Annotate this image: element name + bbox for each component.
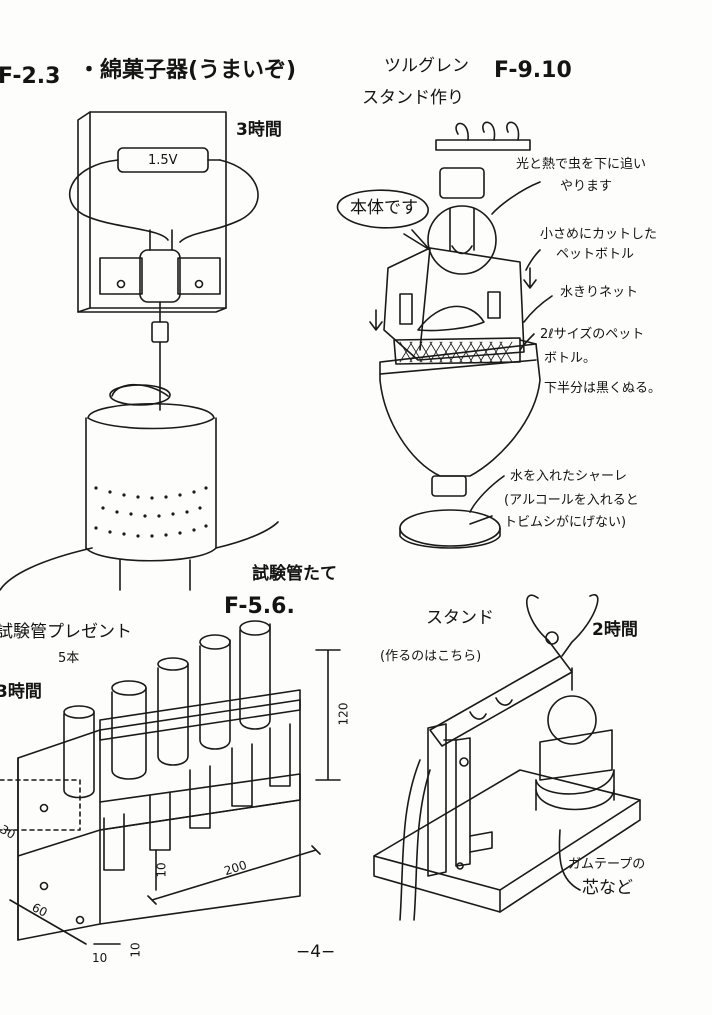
stand-note-line2: 芯など	[582, 878, 633, 898]
tullgren-note-8: 水を入れたシャーレ	[510, 469, 628, 484]
cotton-candy-time: 3時間	[236, 120, 282, 140]
stand-time: 2時間	[592, 620, 638, 640]
dim-board: 10	[92, 951, 108, 965]
stand-subtitle: (作るのはこちら)	[380, 649, 482, 664]
tullgren-name-line2: スタンド作り	[362, 88, 464, 108]
tullgren-note-0: 光と熱で虫を下に追い	[516, 157, 647, 172]
stand-note-line1: ガムテープの	[568, 857, 646, 872]
rack-time: 3時間	[0, 682, 42, 702]
page-number: −4−	[296, 942, 336, 962]
tullgren-note-2: 小さめにカットした	[540, 227, 658, 242]
tullgren-bubble: 本体です	[350, 198, 418, 218]
tullgren-note-7: 下半分は黒くぬる。	[544, 381, 662, 396]
test-tube-rack-drawing	[0, 620, 341, 945]
stand-drawing	[373, 593, 641, 921]
dim-peg: 10	[128, 942, 143, 958]
rack-gift-count: 5本	[58, 651, 80, 666]
tullgren-note-10: トビムシがにげない)	[504, 515, 627, 530]
stand-title: スタンド	[426, 608, 494, 628]
tullgren-note-9: (アルコールを入れると	[504, 493, 639, 508]
battery-label: 1.5V	[148, 153, 178, 168]
cotton-candy-machine-drawing	[0, 111, 279, 591]
tullgren-note-5: 2ℓサイズのペット	[540, 327, 645, 342]
dim-gap: 10	[154, 862, 169, 878]
rack-title: 試験管たて	[252, 564, 337, 584]
tullgren-note-3: ペットボトル	[556, 247, 635, 262]
tullgren-code: F-9.10	[494, 58, 572, 83]
cotton-candy-code: F-2.3	[0, 64, 61, 89]
test-tubes	[63, 620, 271, 799]
tullgren-note-6: ボトル。	[544, 351, 597, 366]
dim-height: 120	[336, 702, 351, 726]
tullgren-name-line1: ツルグレン	[384, 56, 469, 76]
cotton-candy-title: ・綿菓子器(うまいぞ)	[78, 58, 297, 83]
rack-code: F-5.6.	[224, 594, 295, 619]
tullgren-funnel-drawing	[337, 121, 553, 549]
tullgren-note-1: やります	[560, 179, 613, 194]
tullgren-note-4: 水きりネット	[560, 285, 639, 300]
rack-gift: 試験管プレゼント	[0, 622, 132, 642]
